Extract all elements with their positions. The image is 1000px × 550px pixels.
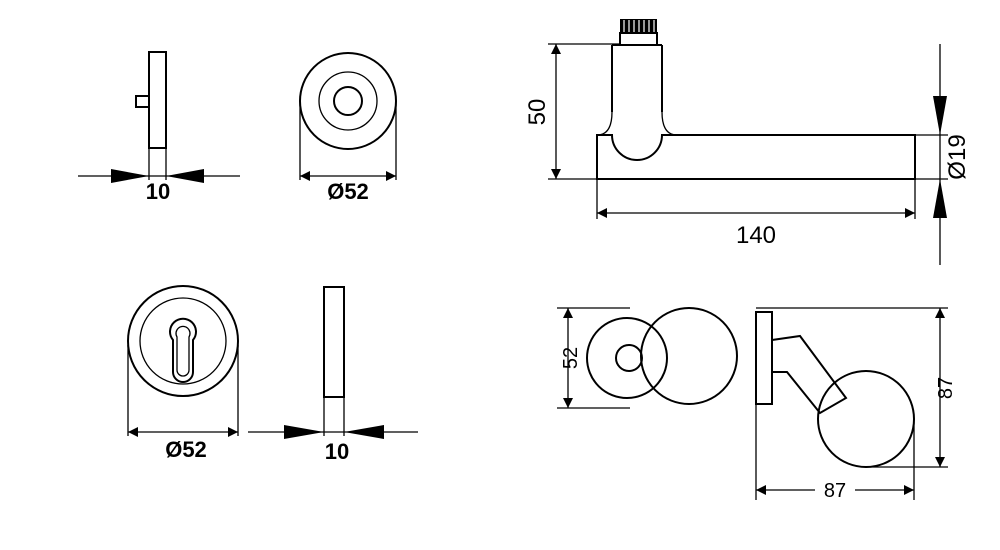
- knob-rosette-circle: [586, 317, 668, 399]
- cylinder-keyhole-inner: [175, 325, 191, 377]
- escutcheon-diameter-label: Ø52: [165, 437, 207, 462]
- rosette-spindle-stub: [135, 95, 150, 108]
- dimension-arrow: [344, 425, 384, 439]
- escutcheon-inner-circle: [139, 297, 227, 385]
- rosette-side-body: [148, 51, 167, 149]
- dimension-arrow: [111, 169, 149, 183]
- cylinder-keyhole-outline: [169, 317, 197, 383]
- knob-rosette-side: [755, 311, 773, 405]
- dimension-arrow: [166, 169, 204, 183]
- knob-diameter-label: 52: [560, 347, 582, 369]
- rosette-inner-circle: [333, 86, 363, 116]
- knob-ball-side: [817, 370, 915, 468]
- dimension-arrow: [284, 425, 324, 439]
- rosette-front-view: Ø52: [299, 52, 397, 204]
- lever-length-label: 140: [736, 222, 776, 249]
- escutcheon-outer-circle: [127, 285, 239, 397]
- knob-depth-label: 87: [824, 480, 846, 502]
- spindle-collar: [619, 32, 658, 46]
- lever-diameter-label: Ø19: [944, 134, 971, 179]
- knob-angled-neck: [771, 334, 848, 415]
- lever-grip: [596, 134, 916, 180]
- lever-handle-view: 50 140 Ø19: [524, 19, 971, 265]
- rosette-thickness-label: 10: [146, 179, 170, 204]
- knob-front-view: 52: [557, 307, 738, 409]
- knob-neck-circle: [615, 344, 643, 372]
- rosette-diameter-label: Ø52: [327, 179, 369, 204]
- escutcheon-front-view: Ø52: [127, 285, 239, 462]
- dimension-arrow: [933, 96, 947, 135]
- knob-side-view: 87 87: [755, 307, 957, 502]
- lever-height-label: 50: [524, 99, 551, 126]
- escutcheon-thickness-label: 10: [325, 439, 349, 464]
- escutcheon-side-body: [323, 286, 345, 398]
- lever-transition: [596, 111, 678, 136]
- escutcheon-side-view: 10: [248, 286, 418, 464]
- rosette-side-view: 10: [78, 51, 240, 204]
- lever-neck: [611, 44, 663, 112]
- dimension-arrow: [933, 179, 947, 218]
- rosette-middle-circle: [318, 71, 378, 131]
- knob-ball-circle: [640, 307, 738, 405]
- knob-height-label: 87: [935, 377, 957, 399]
- rosette-outer-circle: [299, 52, 397, 150]
